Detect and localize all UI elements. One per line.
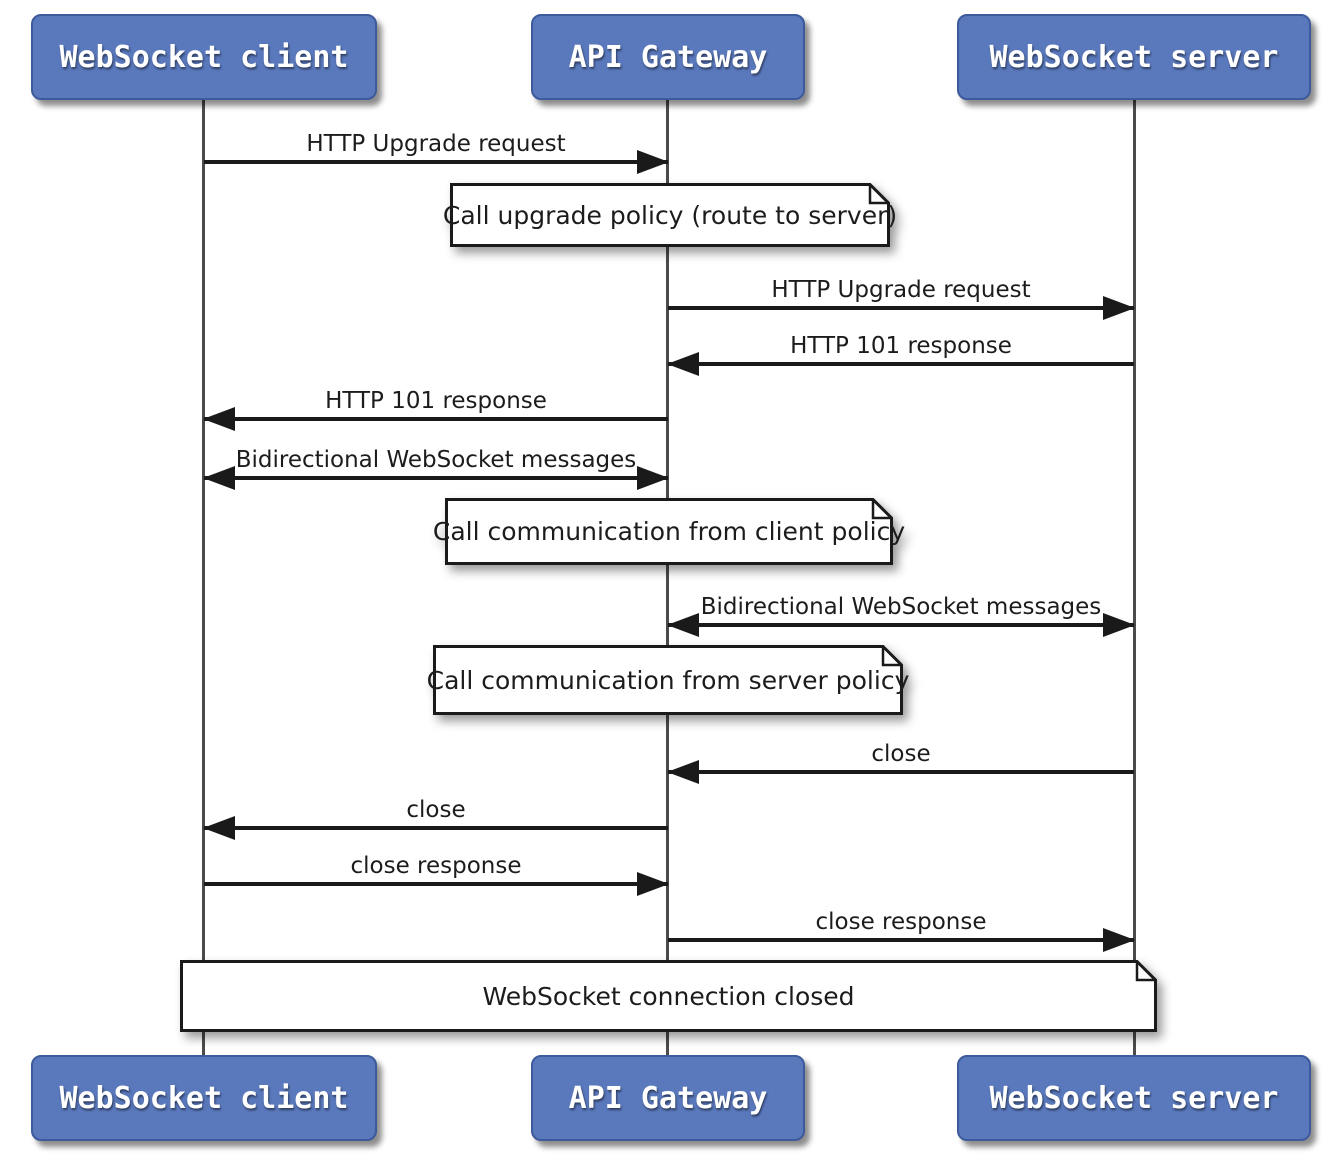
note-shape bbox=[433, 645, 903, 715]
arrowhead-left-icon bbox=[203, 816, 235, 840]
actor-bottom-websocket-server: WebSocket server bbox=[957, 1055, 1311, 1141]
actor-label: WebSocket client bbox=[59, 1080, 349, 1116]
message-label: close response bbox=[350, 853, 522, 879]
arrowhead-left-icon bbox=[667, 760, 699, 784]
note-call-upgrade-policy: Call upgrade policy (route to server) bbox=[443, 183, 897, 247]
actor-label: WebSocket client bbox=[59, 39, 349, 75]
note-shape bbox=[180, 960, 1157, 1032]
note-shape bbox=[445, 498, 893, 565]
message-bidirectional-gateway-server: Bidirectional WebSocket messages bbox=[667, 594, 1135, 637]
arrowhead-right-icon bbox=[1103, 928, 1135, 952]
actor-top-api-gateway: API Gateway bbox=[531, 14, 805, 100]
arrowhead-right-icon bbox=[637, 150, 669, 174]
note-label: Call communication from client policy bbox=[432, 517, 906, 546]
arrowhead-right-icon bbox=[1103, 296, 1135, 320]
message-close-response-client-to-gateway: close response bbox=[204, 853, 669, 896]
message-label: HTTP 101 response bbox=[790, 333, 1012, 359]
note-call-communication-from-server-policy: Call communication from server policy bbox=[427, 645, 909, 715]
arrowhead-left-icon bbox=[667, 613, 699, 637]
message-label: close bbox=[871, 741, 931, 767]
note-call-communication-from-client-policy: Call communication from client policy bbox=[433, 498, 905, 565]
message-http-101-response-gateway-to-client: HTTP 101 response bbox=[203, 388, 668, 431]
note-label: Call communication from server policy bbox=[426, 665, 910, 695]
message-http-upgrade-request-gateway-to-server: HTTP Upgrade request bbox=[668, 277, 1135, 320]
lifeline-websocket-server bbox=[1133, 100, 1136, 1057]
message-close-gateway-to-client: close bbox=[203, 797, 668, 840]
message-bidirectional-client-gateway: Bidirectional WebSocket messages bbox=[203, 447, 669, 490]
arrowhead-right-icon bbox=[637, 872, 669, 896]
actor-label: API Gateway bbox=[568, 1080, 768, 1116]
actor-top-websocket-server: WebSocket server bbox=[957, 14, 1311, 100]
arrowhead-right-icon bbox=[1103, 613, 1135, 637]
arrowhead-left-icon bbox=[667, 352, 699, 376]
note-shape bbox=[450, 183, 890, 247]
message-http-upgrade-request-client-to-gateway: HTTP Upgrade request bbox=[204, 131, 669, 174]
note-label: Call upgrade policy (route to server) bbox=[442, 200, 898, 230]
actor-label: WebSocket server bbox=[989, 39, 1279, 75]
message-close-server-to-gateway: close bbox=[667, 741, 1134, 784]
lifeline-websocket-client bbox=[202, 100, 205, 1057]
note-label: WebSocket connection closed bbox=[482, 981, 855, 1011]
message-close-response-gateway-to-server: close response bbox=[668, 909, 1135, 952]
message-label: Bidirectional WebSocket messages bbox=[700, 594, 1102, 620]
message-label: close response bbox=[815, 909, 987, 935]
message-label: Bidirectional WebSocket messages bbox=[235, 447, 637, 473]
actor-bottom-websocket-client: WebSocket client bbox=[31, 1055, 377, 1141]
actor-label: WebSocket server bbox=[989, 1080, 1279, 1116]
message-http-101-response-server-to-gateway: HTTP 101 response bbox=[667, 333, 1134, 376]
arrowhead-left-icon bbox=[203, 407, 235, 431]
actor-top-websocket-client: WebSocket client bbox=[31, 14, 377, 100]
note-websocket-connection-closed: WebSocket connection closed bbox=[180, 960, 1157, 1032]
message-label: HTTP Upgrade request bbox=[771, 277, 1031, 303]
actor-label: API Gateway bbox=[568, 39, 768, 75]
message-label: close bbox=[406, 797, 466, 823]
arrowhead-right-icon bbox=[637, 466, 669, 490]
arrowhead-left-icon bbox=[203, 466, 235, 490]
message-label: HTTP 101 response bbox=[325, 388, 547, 414]
message-label: HTTP Upgrade request bbox=[306, 131, 566, 157]
lifeline-api-gateway bbox=[666, 100, 669, 1057]
actor-bottom-api-gateway: API Gateway bbox=[531, 1055, 805, 1141]
